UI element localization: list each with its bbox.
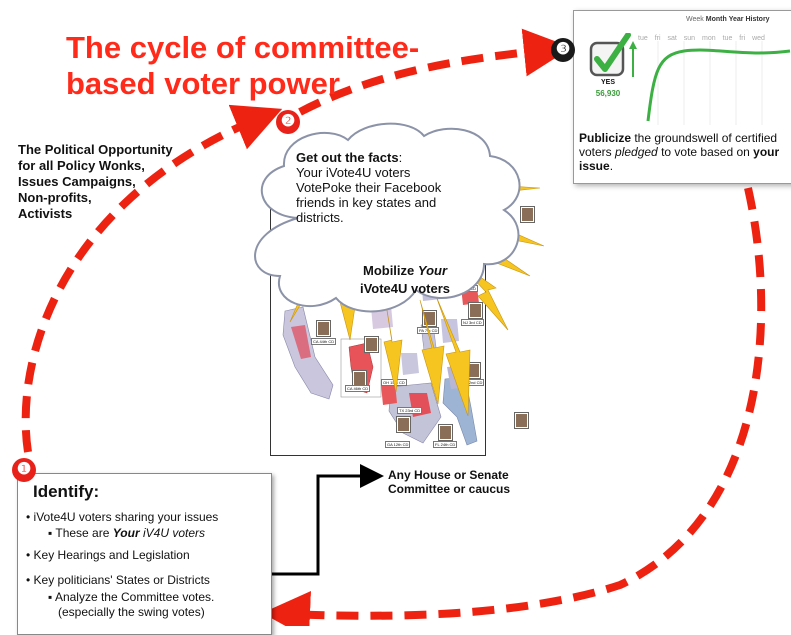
candidate-photo [514,412,529,429]
committee-label: Any House or Senate Committee or caucus [388,468,588,496]
caption-end: . [609,159,614,173]
identify-box: Identify: • iVote4U voters sharing your … [17,473,272,635]
caption-bold-2: your issue [579,145,780,173]
lightning-bolt-icon [383,291,403,393]
cloud-line: friends in key states and [296,195,437,210]
yes-count: 56,930 [595,89,621,98]
period-tabs: Week Month Year History [686,16,770,23]
mobilize-line-2: iVote4U voters [359,281,451,296]
connector-arrow [248,464,384,576]
cloud-line: VotePoke their Facebook [296,180,442,195]
mobilize-pre: Mobilize [362,263,418,278]
district-tag: TX 23rd CD [397,407,423,414]
cloud-line: Your iVote4U voters [296,165,411,180]
day-label: fri [654,35,661,42]
title-line-2: based voter power [66,66,340,101]
district-tag: GA 12th CD [385,441,411,448]
candidate-photo [364,336,379,353]
committee-line-1: Any House or Senate [388,468,509,482]
trend-line [646,41,791,125]
opportunity-line: Issues Campaigns, [18,174,136,189]
committee-line-2: Committee or caucus [388,482,511,496]
lightning-bolt-icon [419,299,445,405]
page-title: The cycle of committee- based voter powe… [66,30,466,102]
district-tag: NJ 3rd CD [461,319,484,326]
identify-heading: Identify: [33,482,100,501]
opportunity-text: The Political Opportunity for all Policy… [18,142,248,222]
candidate-photo [520,206,535,223]
step-3-badge: ❸ [551,38,575,62]
publicize-caption: Publicize the groundswell of certified v… [579,131,789,173]
lightning-bolt-icon [435,295,471,417]
day-label: mon [702,35,716,42]
district-tag: FL 24th CD [433,441,458,448]
candidate-photo [316,320,331,337]
publicize-widget: Week Month Year History tue fri sat sun … [573,10,791,184]
tab-year[interactable]: Year [728,16,744,23]
opportunity-line: Activists [18,206,73,221]
arrow-identify-to-facts [21,104,283,453]
mobilize-em: Your [417,263,448,278]
day-label: sat [667,35,677,42]
day-labels: tue fri sat sun mon tue fri wed [638,35,765,42]
checkmark-icon [589,33,631,77]
identify-bullet-3: • Key politicians' States or Districts [26,573,210,587]
day-label: wed [752,35,765,42]
candidate-photo [438,424,453,441]
opportunity-line: Non-profits, [18,190,92,205]
caption-em: pledged [615,145,658,159]
lightning-bolt-icon [455,259,509,331]
day-label: sun [683,35,696,42]
district-tag: CA 44th CD [311,338,337,345]
cloud-text: Get out the facts: Your iVote4U voters V… [296,150,496,225]
tab-week[interactable]: Week [686,16,704,23]
title-line-1: The cycle of committee- [66,30,420,65]
step-1-badge: ❶ [12,458,36,482]
identify-bullet-1: • iVote4U voters sharing your issues [26,510,219,524]
identify-sub-3b: (especially the swing votes) [58,605,205,619]
identify-sub-3a: ▪ Analyze the Committee votes. [48,590,215,604]
day-label: fri [739,35,746,42]
up-arrow-icon [629,41,637,77]
tab-month[interactable]: Month [705,16,727,23]
day-label: tue [722,35,733,42]
identify-bullet-2: • Key Hearings and Legislation [26,548,190,562]
facts-cloud [254,122,521,313]
opportunity-line: for all Policy Wonks, [18,158,145,173]
arrow-publicize-to-identify [262,187,766,626]
tab-history[interactable]: History [745,16,770,23]
district-tag: CA 46th CD [345,385,371,392]
day-label: tue [638,35,648,42]
cloud-heading: Get out the facts [296,150,399,165]
arrow-facts-to-publicize [298,28,572,116]
candidate-photo [396,416,411,433]
opportunity-line: The Political Opportunity [18,142,173,157]
caption-bold-1: Publicize [579,131,632,145]
mobilize-label: Mobilize Your iVote4U voters [340,262,470,298]
caption-text-2: to vote based on [657,145,754,159]
caption-text: the groundswell of certified voters [579,131,778,159]
identify-sub-1: ▪ These are Your iV4U voters [48,526,205,540]
candidate-photo [468,302,483,319]
cloud-line: districts. [296,210,344,225]
step-2-badge: ❷ [276,110,300,134]
yes-label: YES [600,79,615,86]
